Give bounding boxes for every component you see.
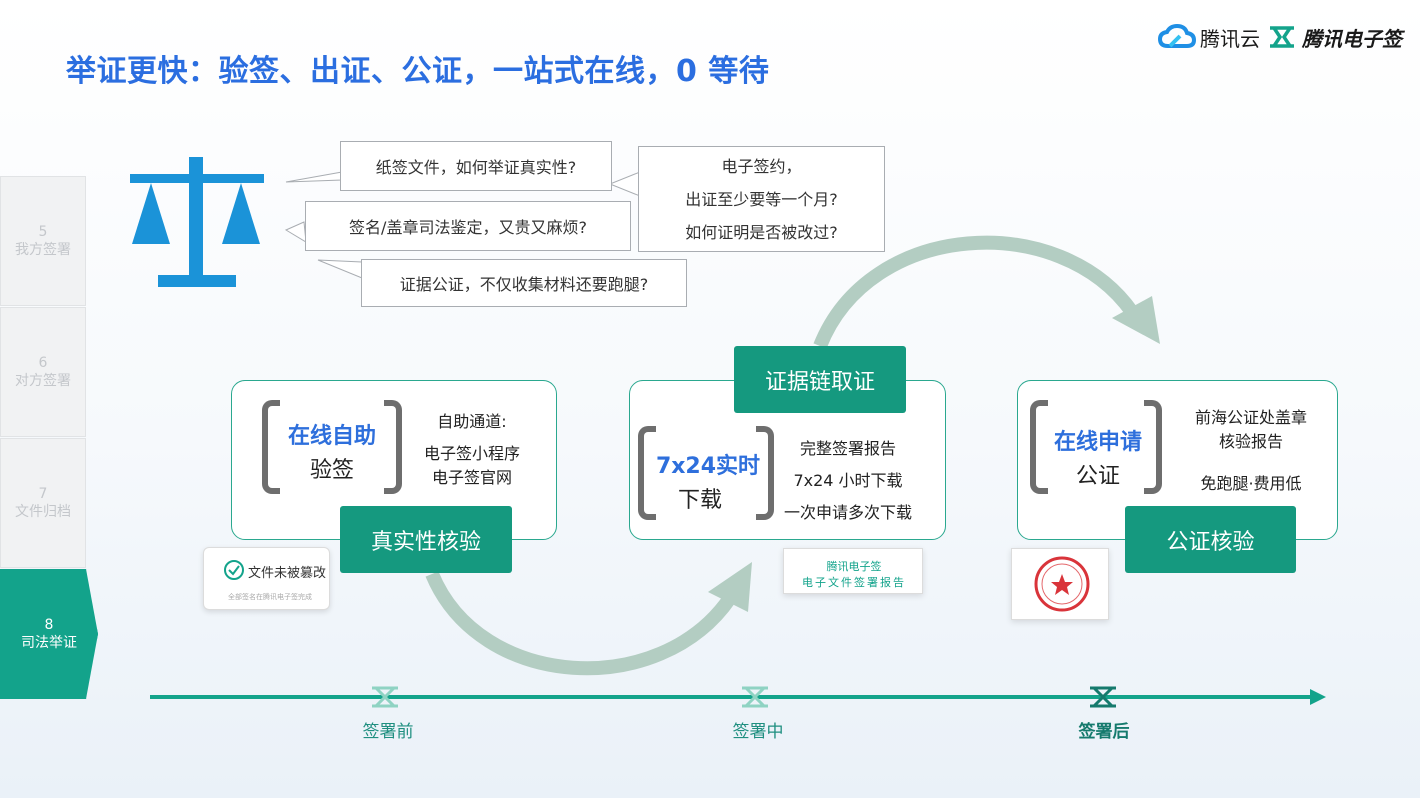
thumb-subtitle: 全部签名在腾讯电子签完成 <box>228 593 312 601</box>
timeline-label-before: 签署前 <box>362 722 414 742</box>
card-text-line: 一次申请多次下载 <box>783 503 912 522</box>
bracket-left <box>638 426 656 520</box>
tencent-esign-logo: 腾讯电子签 <box>1268 22 1402 52</box>
timeline-label-after: 签署后 <box>1078 722 1130 742</box>
card-text-line: 前海公证处盖章 <box>1194 408 1307 427</box>
card-text-line: 电子签官网 <box>431 468 512 487</box>
bracket-right <box>384 400 402 494</box>
step-7[interactable]: 7 文件归档 <box>0 438 86 568</box>
card-key-blue: 在线申请 <box>1053 430 1142 455</box>
step-label: 对方签署 <box>15 373 71 389</box>
red-seal-icon <box>1034 556 1090 612</box>
timeline-label-during: 签署中 <box>732 722 784 742</box>
step-label: 司法举证 <box>21 635 77 651</box>
bracket-right <box>1144 400 1162 494</box>
tencent-cloud-logo: 腾讯云 <box>1158 22 1260 52</box>
arrow-head-icon <box>708 562 752 612</box>
card-key-blue: 7x24实时 <box>655 454 761 479</box>
card-text-block: 自助通道: 电子签小程序 电子签官网 <box>414 410 530 490</box>
check-circle-icon <box>224 560 244 580</box>
slide-title: 举证更快：验签、出证、公证，一站式在线，0 等待 <box>66 54 770 89</box>
bubble-line: 出证至少要等一个月? <box>685 189 838 209</box>
evidence-chain-button[interactable]: 证据链取证 <box>734 346 906 413</box>
thumb-line: 电子文件签署报告 <box>802 576 906 589</box>
bubble-notary: 证据公证，不仅收集材料还要跑腿? <box>361 259 687 307</box>
step-label: 文件归档 <box>15 504 71 520</box>
card-key-blue: 在线自助 <box>287 424 376 449</box>
card-text-line: 免跑腿·费用低 <box>1200 474 1302 493</box>
step-label: 我方签署 <box>15 242 71 258</box>
card-text-line: 完整签署报告 <box>799 439 896 458</box>
notary-verify-button[interactable]: 公证核验 <box>1125 506 1296 573</box>
scale-of-justice-icon <box>130 157 264 287</box>
tamper-check-thumbnail: 文件未被篡改 全部签名在腾讯电子签完成 <box>203 547 330 610</box>
bubble-line: 如何证明是否被改过? <box>685 222 838 242</box>
card-key-dark: 下载 <box>677 488 722 513</box>
bracket-right <box>756 426 774 520</box>
esign-logo-icon <box>1270 26 1294 48</box>
bubble-esign-concerns: 电子签约， 出证至少要等一个月? 如何证明是否被改过? <box>638 146 885 252</box>
bubble-text: 纸签文件，如何举证真实性? <box>375 158 577 177</box>
bubble-line: 电子签约， <box>721 156 802 176</box>
card-text-block: 前海公证处盖章 核验报告 免跑腿·费用低 <box>1178 406 1324 496</box>
card-key-dark: 公证 <box>1075 464 1120 489</box>
arrow-head-icon <box>1112 296 1160 344</box>
step-number: 6 <box>38 355 48 371</box>
bubble-text: 签名/盖章司法鉴定，又贵又麻烦? <box>349 218 587 237</box>
brand-cloud-text: 腾讯云 <box>1200 26 1260 51</box>
authenticity-verify-button[interactable]: 真实性核验 <box>340 506 512 573</box>
card-key-dark: 验签 <box>309 458 354 483</box>
thumb-title: 文件未被篡改 <box>248 566 327 581</box>
bubble-forensic: 签名/盖章司法鉴定，又贵又麻烦? <box>305 201 631 251</box>
card-text-line: 电子签小程序 <box>423 444 520 463</box>
signing-report-thumbnail: 腾讯电子签 电子文件签署报告 <box>783 548 923 594</box>
step-6[interactable]: 6 对方签署 <box>0 307 86 437</box>
timeline-marker-icon <box>742 686 768 708</box>
brand-esign-text: 腾讯电子签 <box>1302 26 1402 51</box>
step-number: 7 <box>38 486 48 502</box>
timeline-marker-icon <box>372 686 398 708</box>
timeline-arrow-icon <box>1310 689 1326 705</box>
bubble-text: 证据公证，不仅收集材料还要跑腿? <box>399 275 649 294</box>
bracket-left <box>1030 400 1048 494</box>
step-5[interactable]: 5 我方签署 <box>0 176 86 306</box>
timeline-marker-icon <box>1090 686 1116 708</box>
card-text-line: 核验报告 <box>1218 432 1283 451</box>
bracket-left <box>262 400 280 494</box>
cloud-icon <box>1158 24 1196 48</box>
step-8[interactable]: 8 司法举证 <box>0 569 98 699</box>
step-number: 5 <box>38 224 48 240</box>
card-text-block: 完整签署报告 7x24 小时下载 一次申请多次下载 <box>774 433 922 529</box>
thumb-line: 腾讯电子签 <box>826 560 882 573</box>
card-text-line: 自助通道: <box>437 412 507 431</box>
step-number: 8 <box>44 617 54 633</box>
card-text-line: 7x24 小时下载 <box>793 471 903 490</box>
notary-seal-thumbnail <box>1011 548 1109 620</box>
bubble-paper-signing: 纸签文件，如何举证真实性? <box>340 141 612 191</box>
